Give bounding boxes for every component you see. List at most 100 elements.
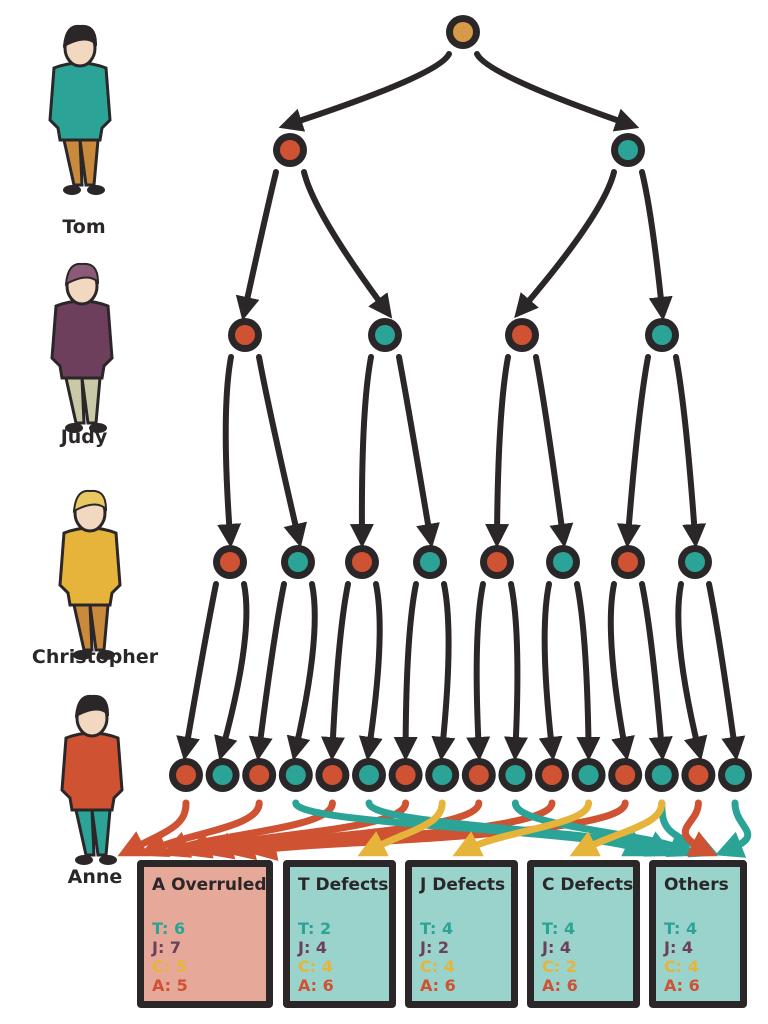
tree-node-red <box>273 133 307 167</box>
tree-node-teal <box>678 545 712 579</box>
tree-edge <box>214 581 250 761</box>
outcome-count-c: C: 4 <box>664 957 699 976</box>
tree-node-teal <box>611 133 645 167</box>
tree-edge <box>320 581 351 761</box>
outcome-count-t: T: 2 <box>298 919 332 938</box>
tree-node-teal <box>498 758 533 792</box>
tree-edge <box>474 51 640 132</box>
person-label-anne: Anne <box>67 866 123 888</box>
tree-edge <box>538 581 563 761</box>
tree-node-red <box>608 758 643 792</box>
outcome-flow-arrow <box>452 799 593 857</box>
tree-edge <box>706 581 746 761</box>
tree-edge <box>675 581 708 761</box>
tree-node-red <box>169 758 203 792</box>
outcome-count-a: A: 6 <box>420 976 456 995</box>
tree-node-red <box>388 758 423 792</box>
outcome-count-c: C: 2 <box>542 957 577 976</box>
tree-edge <box>485 354 511 548</box>
tree-edge <box>358 581 383 761</box>
outcome-count-c: C: 4 <box>420 957 455 976</box>
person-figure-christopher <box>58 489 122 660</box>
outcome-count-a: A: 6 <box>664 976 700 995</box>
tree-node-teal <box>281 545 315 579</box>
tree-edge <box>217 354 242 548</box>
outcome-count-j: J: 4 <box>298 938 328 957</box>
tree-edge <box>514 169 617 319</box>
person-label-christopher: Christopher <box>31 646 159 668</box>
tree-node-teal <box>425 758 460 792</box>
tree-node-red <box>315 758 350 792</box>
person-figure-tom <box>48 24 112 195</box>
tree-edge <box>431 581 456 761</box>
tree-edge <box>639 581 673 761</box>
tree-edge <box>396 354 440 548</box>
outcome-flow-arrow <box>569 799 666 857</box>
outcome-count-t: T: 4 <box>420 919 454 938</box>
tree-node-teal <box>205 758 240 792</box>
tree-edge <box>533 354 574 548</box>
tree-edge <box>466 581 491 761</box>
outcome-flow-arrow <box>681 799 718 857</box>
person-label-tom: Tom <box>62 216 106 238</box>
tree-node-teal <box>546 545 580 579</box>
outcome-flow-arrow <box>715 799 752 858</box>
tree-edge <box>639 169 673 321</box>
tree-edge <box>235 169 279 321</box>
tree-edge <box>301 169 393 319</box>
tree-edge <box>607 581 635 761</box>
tree-node-teal <box>278 758 313 792</box>
outcome-count-j: J: 4 <box>664 938 694 957</box>
outcome-title: J Defects <box>420 875 506 895</box>
outcome-count-a: A: 5 <box>152 976 188 995</box>
outcome-title: Others <box>664 875 729 895</box>
outcome-title: T Defects <box>298 875 389 895</box>
tree-node-red <box>681 758 716 792</box>
tree-node-teal <box>571 758 606 792</box>
outcome-title: A Overruled <box>152 875 267 895</box>
tree-node-red <box>345 545 379 579</box>
outcome-title: C Defects <box>542 875 634 895</box>
tree-node-red <box>505 318 539 352</box>
tree-node-red <box>461 758 496 792</box>
person-label-judy: Judy <box>60 426 108 448</box>
tree-node-red <box>228 318 262 352</box>
tree-edge <box>503 581 528 761</box>
outcome-count-a: A: 6 <box>298 976 334 995</box>
tree-node-teal <box>368 318 402 352</box>
outcome-count-c: C: 4 <box>298 957 333 976</box>
tree-edge <box>574 581 601 761</box>
person-figure-anne <box>60 694 124 865</box>
outcome-count-c: C: 5 <box>152 957 187 976</box>
person-figure-judy <box>50 262 114 433</box>
outcome-count-j: J: 7 <box>152 938 182 957</box>
tree-node-teal <box>718 758 752 792</box>
tree-edge <box>616 354 651 548</box>
tree-node-orange <box>446 15 480 49</box>
outcome-count-j: J: 4 <box>542 938 572 957</box>
tree-node-red <box>535 758 569 792</box>
outcome-count-j: J: 2 <box>420 938 450 957</box>
tree-node-red <box>213 545 247 579</box>
tree-node-teal <box>645 318 679 352</box>
outcome-count-t: T: 4 <box>542 919 576 938</box>
tree-edge <box>176 581 219 761</box>
outcome-flow-arrow <box>365 799 675 857</box>
tree-node-teal <box>644 758 679 792</box>
outcome-flow-arrow <box>511 799 697 858</box>
tree-edge <box>256 354 307 548</box>
tree-edge <box>673 354 707 548</box>
tree-node-teal <box>352 758 386 792</box>
tree-edge <box>393 581 419 761</box>
tree-edge <box>349 354 374 548</box>
tree-node-red <box>242 758 277 792</box>
tree-edge <box>248 581 287 761</box>
outcome-count-t: T: 4 <box>664 919 698 938</box>
tree-node-red <box>611 545 645 579</box>
